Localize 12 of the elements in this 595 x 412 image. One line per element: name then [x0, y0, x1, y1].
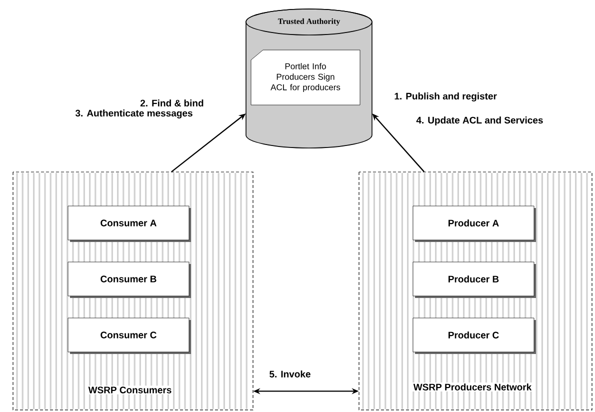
component-box: Consumer B [68, 262, 191, 298]
edge-label: 5. Invoke [270, 370, 310, 378]
edge-label: 1. Publish and register [394, 92, 497, 102]
step-label: 4. Update ACL and Services [416, 116, 543, 126]
component-box: Producer C [412, 318, 536, 354]
document-box: Portlet Info Producers Sign ACL for producers [250, 50, 360, 106]
component-box: Producer A [412, 206, 536, 242]
component-box: Producer B [412, 262, 536, 298]
edge-label: 2. Find & bind [140, 100, 204, 106]
component-box: Consumer A [68, 206, 191, 242]
component-box: Consumer C [68, 318, 191, 354]
step-label: 3. Authenticate messages [75, 110, 192, 118]
